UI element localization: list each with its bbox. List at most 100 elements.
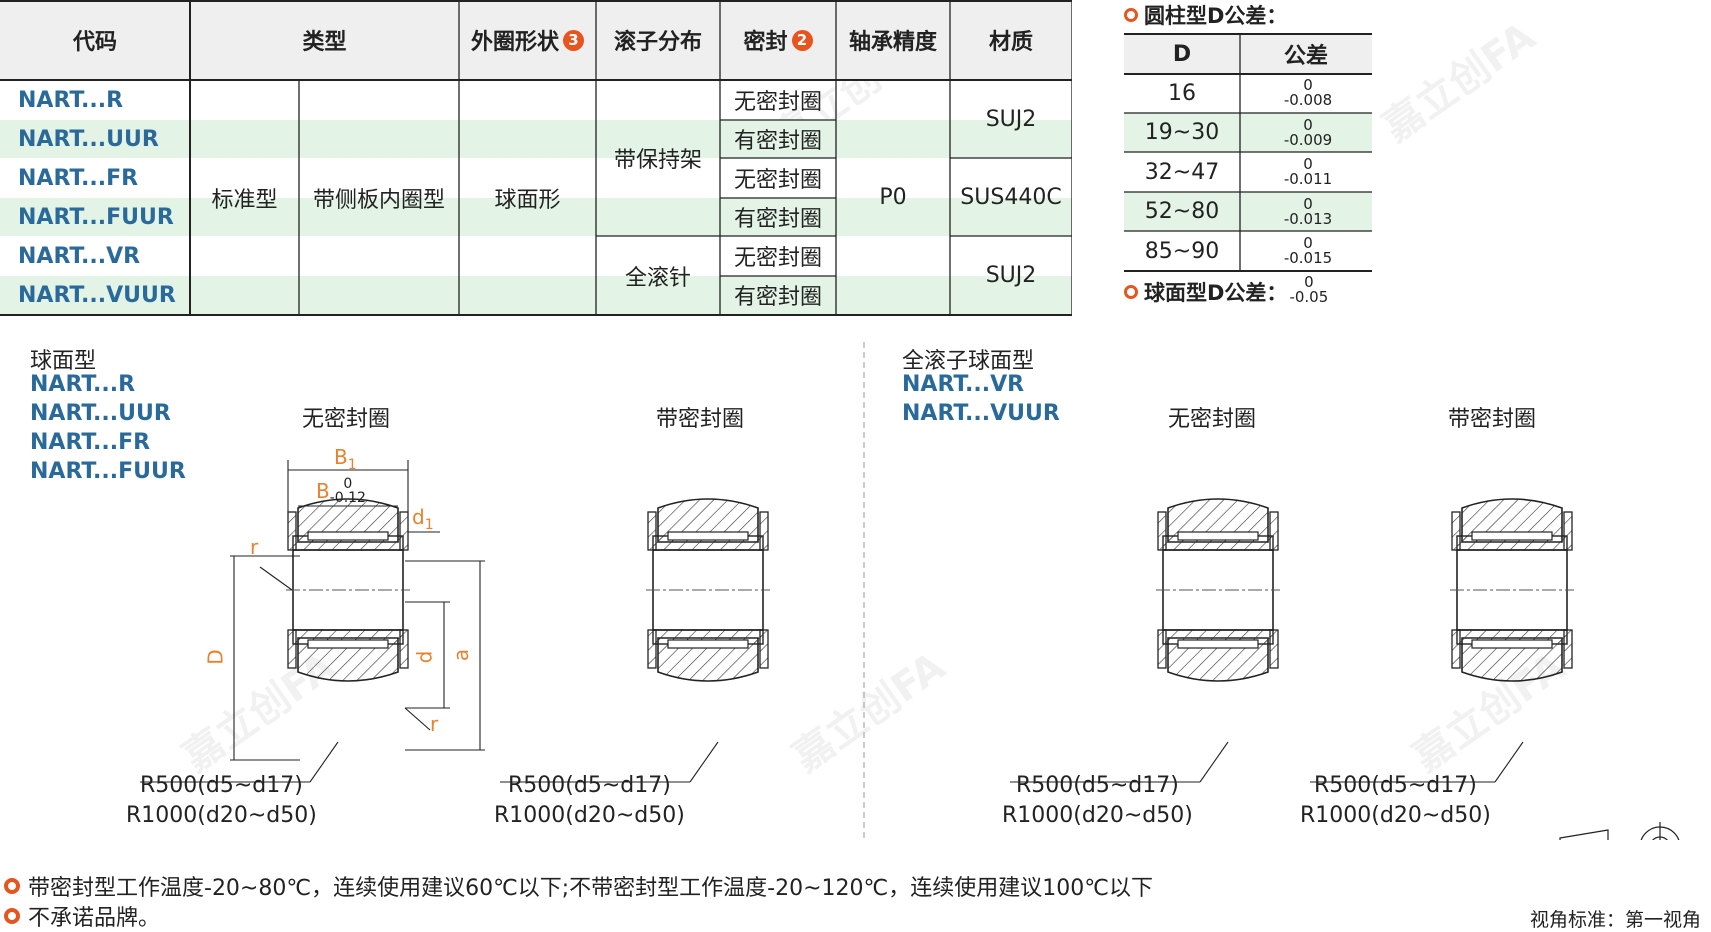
spherical-tolerance-label: 球面型D公差： [1144,281,1288,305]
tolerance-header-d: D [1172,41,1192,67]
tolerance-value: 0-0.009 [1278,118,1338,148]
tol-lower: -0.05 [1289,288,1329,306]
circle-bullet-icon [4,908,20,924]
table-grid [0,0,1072,316]
fig-label-unsealed: 无密封圈 [1168,407,1257,432]
tolerance-d: 52~80 [1144,199,1220,224]
bearing-section-4 [1449,498,1575,682]
tolerance-title: 圆柱型D公差： [1124,2,1287,28]
dim-b1-letter: B [334,445,348,469]
tol-lower: -0.12 [329,490,366,506]
material-cell: SUJ2 [985,106,1037,132]
left-code: NART...FR [30,430,151,455]
type-standard-cell: 标准型 [211,187,278,213]
tolerance-d: 32~47 [1144,159,1220,185]
right-code: NART...VR [902,372,1025,397]
header-code: 代码 [72,30,117,55]
badge-2: 2 [791,29,813,51]
dim-b1-sub: 1 [347,457,357,473]
left-code: NART...UUR [30,401,171,426]
tol-upper: 0 [1303,195,1313,213]
tolerance-title-text: 圆柱型D公差： [1144,4,1288,28]
watermark: 嘉立创FA [1374,13,1544,151]
tolerance-value: 0-0.011 [1278,157,1338,187]
radius-label-1a: R500(d5~d17) [140,773,303,798]
dim-a: a [449,648,474,662]
fig-label-sealed: 带密封圈 [1448,407,1537,432]
left-group-title: 球面型 [30,349,97,374]
precision-cell: P0 [879,185,907,210]
radius-label-2b: R1000(d20~d50) [494,803,685,828]
header-precision: 轴承精度 [848,30,937,55]
roller-cage-cell: 带保持架 [613,148,702,173]
radius-label-4a: R500(d5~d17) [1314,773,1477,798]
outer-shape-cell: 球面形 [494,187,561,213]
tol-lower: -0.011 [1283,170,1333,188]
material-cell: SUS440C [960,184,1062,210]
dim-b-tolerance: 0-0.12 [330,477,366,505]
spherical-tolerance-value: 0 -0.05 [1289,275,1328,305]
view-standard: 视角标准：第一视角 [1530,909,1702,931]
radius-label-2a: R500(d5~d17) [508,773,671,798]
seal-cell: 无密封圈 [733,90,822,115]
tolerance-table: D 公差 16 0-0.008 19~30 0-0.009 32~47 0-0.… [1124,32,1372,273]
tol-lower: -0.008 [1283,91,1333,109]
dimension-lines [140,460,1524,783]
dim-b1: B1 [334,445,357,473]
tolerance-grid [1124,33,1372,272]
dim-d1-letter: d [412,505,425,529]
code-cell: NART...UUR [18,126,159,152]
tolerance-d: 85~90 [1144,238,1220,264]
dim-d1-sub: 1 [424,517,434,533]
bearing-section-1 [285,498,411,682]
header-outer-shape-label: 外圈形状 [470,30,559,55]
tol-lower: -0.013 [1283,210,1333,228]
dim-d: d [412,650,437,664]
note-text: 带密封型工作温度-20~80℃，连续使用建议60℃以下;不带密封型工作温度-20… [28,876,1153,901]
code-cell: NART...FUUR [18,204,174,230]
left-code: NART...R [30,372,136,397]
seal-cell: 有密封圈 [733,207,822,232]
tolerance-d: 19~30 [1144,120,1220,145]
circle-bullet-icon [1124,8,1138,22]
dim-r-top: r [250,535,259,559]
section-divider [863,342,865,842]
first-angle-projection-icon [1559,822,1680,840]
bearing-section-3 [1155,498,1281,682]
tolerance-value: 0-0.013 [1278,197,1338,227]
seal-cell: 无密封圈 [733,168,822,193]
circle-bullet-icon [4,878,20,894]
bearing-drawings [140,460,1680,840]
code-cell: NART...VUUR [18,282,176,308]
tol-upper: 0 [1303,155,1313,173]
code-cell: NART...FR [18,165,139,191]
tolerance-value: 0-0.015 [1278,236,1338,266]
code-cell: NART...R [18,87,124,113]
circle-bullet-icon [1124,285,1138,299]
radius-label-4b: R1000(d20~d50) [1300,803,1491,828]
fig-label-sealed: 带密封圈 [656,407,745,432]
radius-label-3a: R500(d5~d17) [1016,773,1179,798]
tol-upper: 0 [1304,273,1314,291]
material-cell: SUJ2 [985,263,1037,288]
note-brand: 不承诺品牌。 [4,900,160,932]
radius-label-1b: R1000(d20~d50) [126,803,317,828]
dim-D: D [203,649,228,665]
code-cell: NART...VR [18,243,141,269]
seal-cell: 有密封圈 [733,129,822,154]
tol-lower: -0.009 [1283,131,1333,149]
header-seal-label: 密封 [743,30,788,55]
tol-upper: 0 [343,476,353,492]
dim-r-bottom: r [430,712,439,736]
tolerance-value: 0-0.008 [1278,78,1338,108]
dim-d1: d1 [412,505,434,533]
tol-upper: 0 [1303,116,1313,134]
fig-label-unsealed: 无密封圈 [302,407,391,432]
spherical-tolerance: 球面型D公差： 0 -0.05 [1124,275,1328,306]
header-type: 类型 [302,30,347,55]
seal-cell: 有密封圈 [733,285,822,310]
note-temperature: 带密封型工作温度-20~80℃，连续使用建议60℃以下;不带密封型工作温度-20… [4,870,1153,902]
